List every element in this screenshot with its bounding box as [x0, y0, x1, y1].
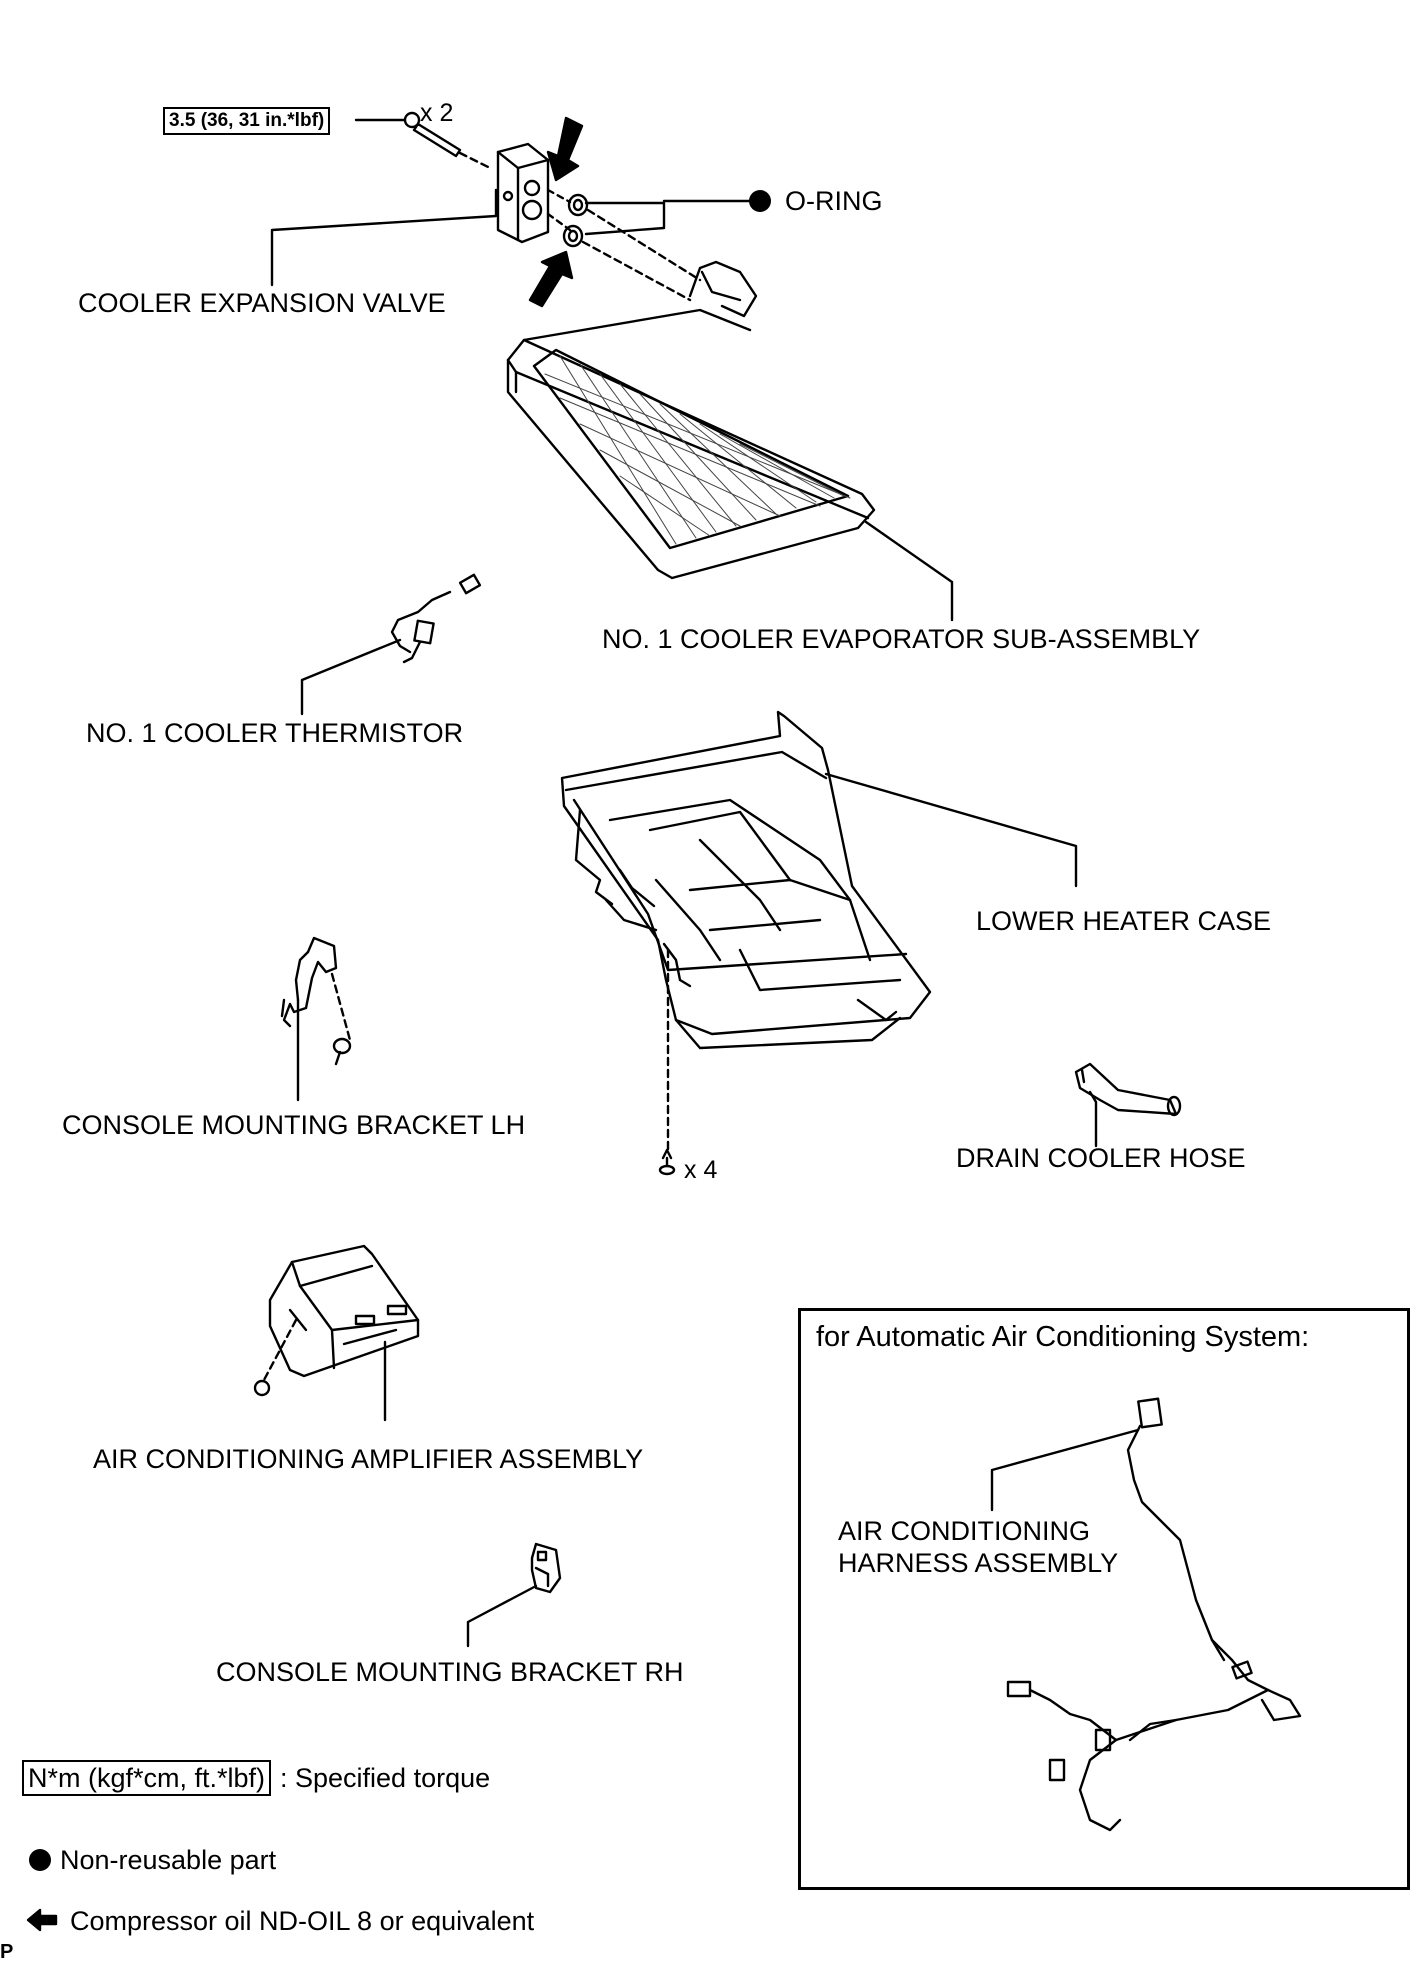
lower-heater-case-label: LOWER HEATER CASE [976, 906, 1272, 936]
expansion-valve-label: COOLER EXPANSION VALVE [78, 288, 446, 318]
automatic-ac-inset-frame [798, 1308, 1410, 1890]
amplifier-label: AIR CONDITIONING AMPLIFIER ASSEMBLY [93, 1444, 644, 1474]
thermistor-leader [300, 638, 402, 716]
drain-hose-label: DRAIN COOLER HOSE [956, 1143, 1246, 1173]
console-bracket-lh-icon [280, 936, 352, 1066]
bolt-icon [354, 111, 492, 170]
oil-arrow-icon [546, 116, 584, 182]
oil-legend-text: Compressor oil ND-OIL 8 or equivalent [70, 1906, 535, 1936]
screw-icon [658, 1148, 676, 1176]
bolt-quantity: x 2 [420, 99, 454, 127]
oil-legend-arrow-icon [26, 1908, 58, 1932]
harness-label-line2: HARNESS ASSEMBLY [838, 1548, 1119, 1578]
o-ring-icon [562, 193, 702, 302]
lower-heater-case-leader [824, 772, 1078, 888]
o-ring-label: O-RING [785, 186, 883, 216]
lower-heater-case-icon [560, 710, 932, 1050]
screw-quantity: x 4 [684, 1156, 718, 1184]
torque-legend-box: N*m (kgf*cm, ft.*lbf) [22, 1760, 272, 1796]
thermistor-icon [390, 573, 482, 664]
console-bracket-rh-icon [530, 1542, 562, 1594]
evaporator-icon [506, 260, 876, 580]
expansion-valve-icon [496, 142, 572, 244]
bracket-rh-leader [466, 1584, 538, 1648]
bracket-rh-label: CONSOLE MOUNTING BRACKET RH [216, 1657, 684, 1687]
non-reusable-legend-text: Non-reusable part [60, 1845, 277, 1875]
ac-harness-icon [1006, 1397, 1302, 1832]
harness-label-line1: AIR CONDITIONING [838, 1516, 1091, 1546]
torque-value-box: 3.5 (36, 31 in.*lbf) [163, 107, 331, 135]
inset-title: for Automatic Air Conditioning System: [816, 1321, 1310, 1353]
corner-mark: P [0, 1941, 14, 1963]
thermistor-label: NO. 1 COOLER THERMISTOR [86, 718, 464, 748]
drain-hose-icon [1074, 1062, 1182, 1117]
non-reusable-dot-icon [29, 1849, 51, 1871]
o-ring-leader [584, 201, 666, 236]
expansion-valve-leader [270, 188, 498, 287]
o-ring-dot-icon [749, 190, 771, 212]
evaporator-label: NO. 1 COOLER EVAPORATOR SUB-ASSEMBLY [602, 624, 1201, 654]
bracket-lh-label: CONSOLE MOUNTING BRACKET LH [62, 1110, 526, 1140]
harness-leader [990, 1428, 1140, 1512]
torque-legend-text: : Specified torque [280, 1763, 491, 1793]
drain-hose-leader [1088, 1090, 1098, 1148]
amplifier-icon [253, 1244, 420, 1397]
oil-arrow-icon-lower [528, 250, 574, 308]
evaporator-leader [864, 520, 954, 622]
